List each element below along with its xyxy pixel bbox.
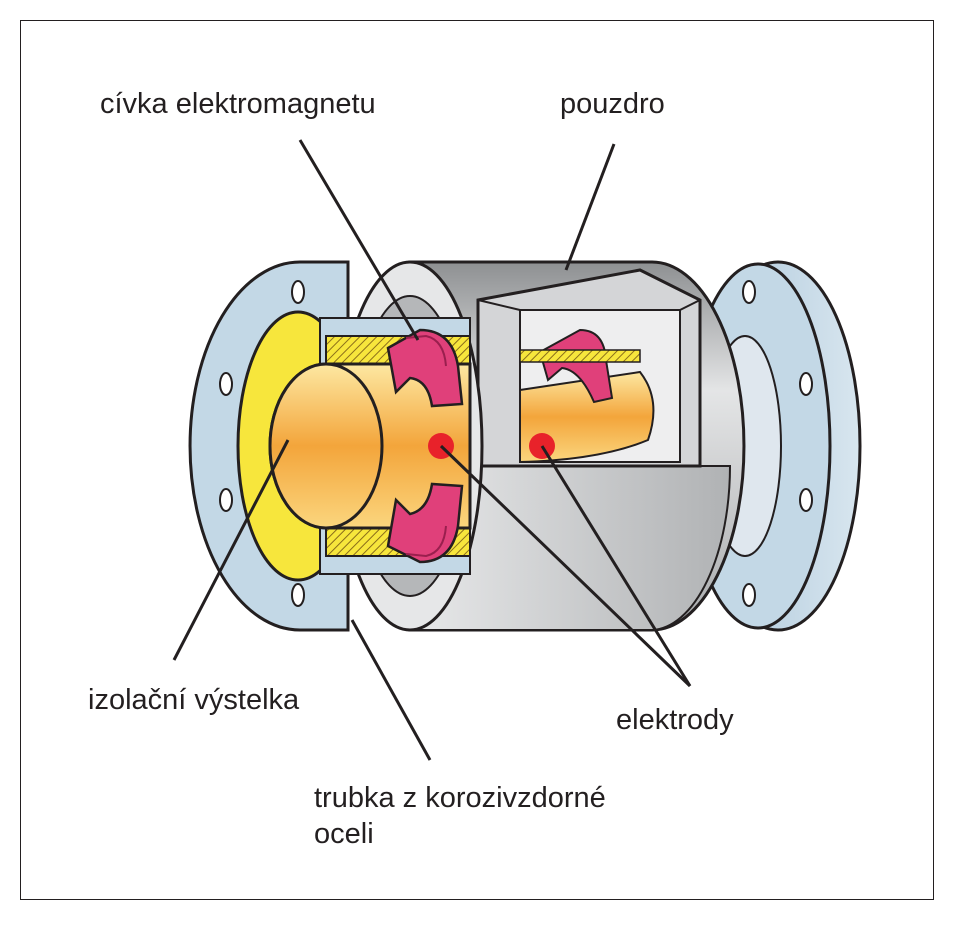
label-housing: pouzdro <box>560 88 665 120</box>
label-steel-tube-line2: oceli <box>314 818 374 850</box>
housing-body <box>408 260 746 632</box>
label-steel-tube: trubka z korozivzdorné <box>314 782 606 814</box>
electromagnet-coil <box>386 328 464 564</box>
leader-lines <box>172 139 692 761</box>
label-insulating-liner: izolační výstelka <box>88 684 300 716</box>
label-electromagnet-coil: cívka elektromagnetu <box>100 88 376 120</box>
label-electrodes: elektrody <box>616 704 734 736</box>
diagram-frame <box>20 20 934 900</box>
